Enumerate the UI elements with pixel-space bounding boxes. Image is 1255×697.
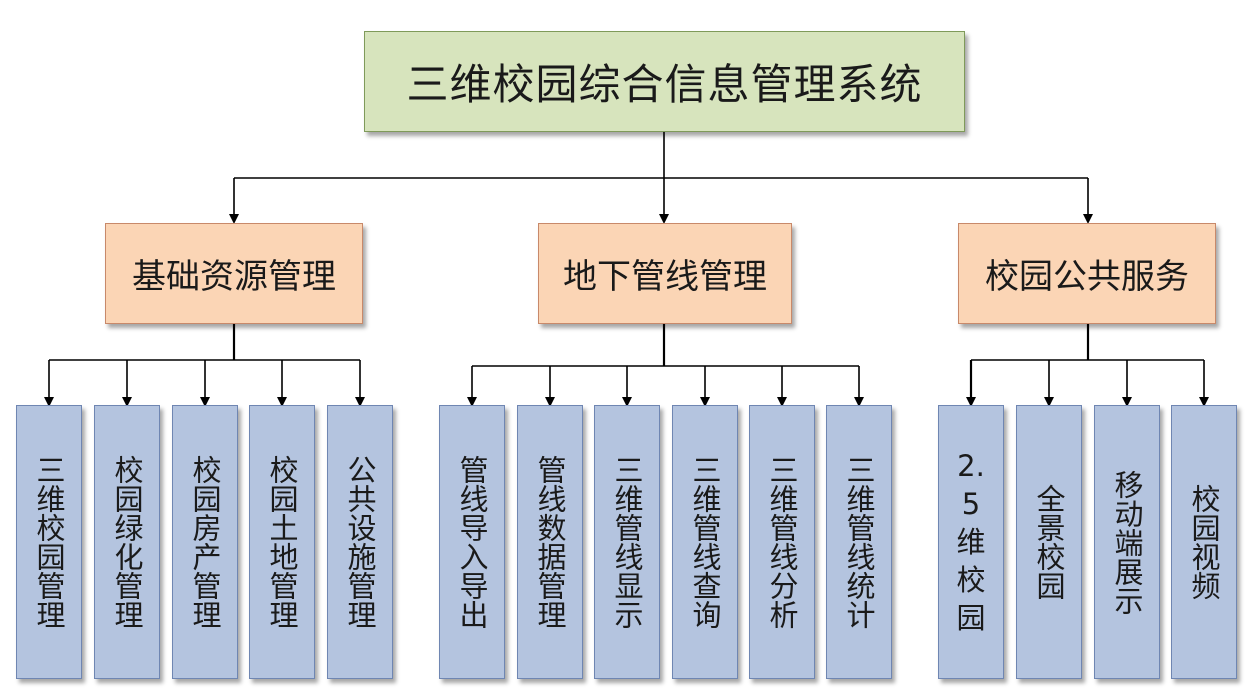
root-node: 三维校园综合信息管理系统: [364, 31, 965, 132]
leaf-node: 校园房产管理: [172, 405, 238, 679]
leaf-label: 校园视频: [1187, 484, 1221, 600]
leaf-label: 校园土地管理: [265, 455, 299, 629]
leaf-node: 公共设施管理: [327, 405, 393, 679]
leaf-label: 移动端展示: [1110, 469, 1144, 615]
leaf-label: 校园房产管理: [188, 455, 222, 629]
leaf-node: 三维管线显示: [594, 405, 660, 679]
leaf-label: 三维校园管理: [32, 455, 66, 629]
leaf-node: 校园土地管理: [249, 405, 315, 679]
leaf-label: 管线数据管理: [533, 455, 567, 629]
leaf-label: 校园绿化管理: [110, 455, 144, 629]
leaf-node: 2.5维校园: [938, 405, 1004, 679]
leaf-label: 三维管线分析: [765, 455, 799, 629]
root-label: 三维校园综合信息管理系统: [406, 60, 923, 109]
category-label: 校园公共服务: [985, 257, 1189, 297]
leaf-node: 校园绿化管理: [94, 405, 160, 679]
leaf-label: 三维管线显示: [610, 455, 644, 629]
leaf-node: 校园视频: [1171, 405, 1237, 679]
leaf-node: 三维校园管理: [16, 405, 82, 679]
category-node-public-services: 校园公共服务: [958, 223, 1216, 324]
leaf-label: 公共设施管理: [343, 455, 377, 629]
leaf-label: 三维管线查询: [688, 455, 722, 629]
leaf-label: 三维管线统计: [842, 455, 876, 629]
leaf-label: 2.5维校园: [956, 449, 986, 635]
category-node-underground-pipelines: 地下管线管理: [538, 223, 792, 324]
category-label: 基础资源管理: [132, 257, 336, 297]
leaf-label: 全景校园: [1032, 484, 1066, 600]
leaf-label: 管线导入导出: [455, 455, 489, 629]
leaf-node: 移动端展示: [1094, 405, 1160, 679]
leaf-node: 管线数据管理: [517, 405, 583, 679]
leaf-node: 三维管线查询: [672, 405, 738, 679]
leaf-node: 三维管线统计: [826, 405, 892, 679]
category-node-basic-resources: 基础资源管理: [105, 223, 363, 324]
leaf-node: 管线导入导出: [439, 405, 505, 679]
category-label: 地下管线管理: [563, 257, 767, 297]
leaf-node: 全景校园: [1016, 405, 1082, 679]
leaf-node: 三维管线分析: [749, 405, 815, 679]
